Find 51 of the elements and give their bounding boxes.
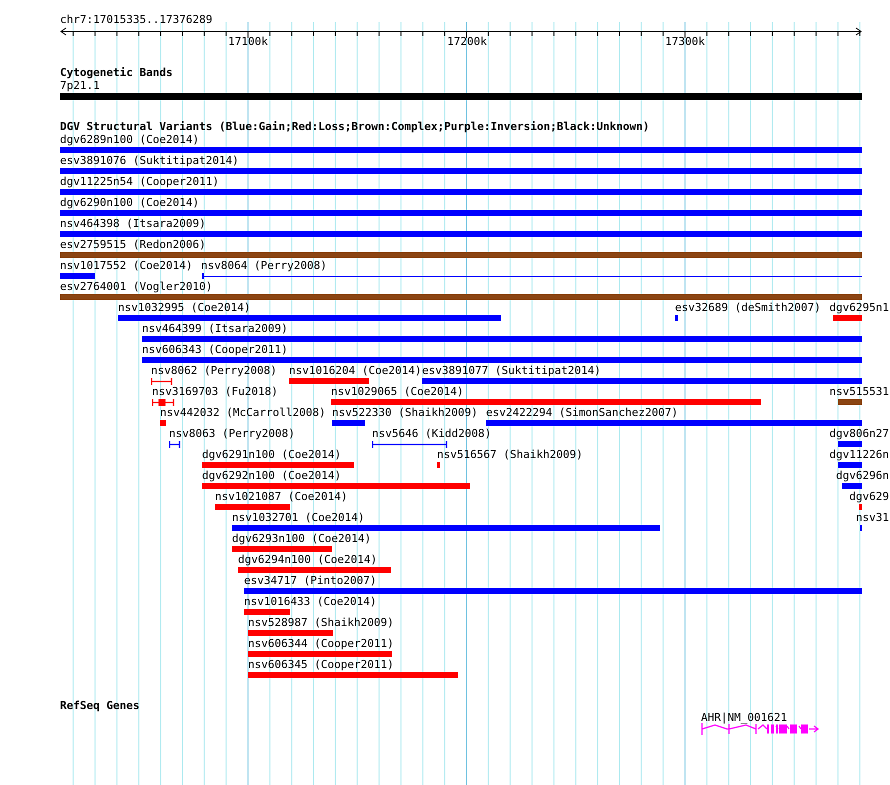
variant-label: dgv11225n54 (Cooper2011)	[60, 176, 219, 188]
variant-label: nsv606344 (Cooper2011)	[248, 638, 394, 650]
variant-label: dgv6289n100 (Coe2014)	[60, 134, 200, 146]
variant-label: dgv6295n1	[829, 302, 889, 314]
variant-label: dgv6296n	[836, 470, 889, 482]
variant-label: esv3891077 (Suktitipat2014)	[422, 365, 601, 377]
variant-label: nsv1016433 (Coe2014)	[244, 596, 376, 608]
variant-label: dgv6291n100 (Coe2014)	[202, 449, 342, 461]
variant-label: nsv1032701 (Coe2014)	[232, 512, 364, 524]
variant-label: esv2764001 (Vogler2010)	[60, 281, 212, 293]
variant-label: nsv528987 (Shaikh2009)	[248, 617, 394, 629]
variant-label: dgv6290n100 (Coe2014)	[60, 197, 200, 209]
variant-label: esv34717 (Pinto2007)	[244, 575, 376, 587]
variant-label: nsv31	[856, 512, 889, 524]
variant-label: nsv8062 (Perry2008)	[151, 365, 277, 377]
variant-label: nsv522330 (Shaikh2009)	[332, 407, 478, 419]
variant-label: esv3891076 (Suktitipat2014)	[60, 155, 239, 167]
track-title: DGV Structural Variants (Blue:Gain;Red:Loss;Brown:Complex;Purple:Inversion;Black:Unknown)	[60, 121, 650, 133]
variant-label: dgv6292n100 (Coe2014)	[202, 470, 342, 482]
variant-label: nsv442032 (McCarroll2008)	[160, 407, 326, 419]
track-title: RefSeq Genes	[60, 700, 140, 712]
variant-label: dgv806n27	[829, 428, 889, 440]
variant-label: dgv6294n100 (Coe2014)	[238, 554, 378, 566]
axis-tick-label: 17300k	[665, 36, 705, 48]
axis-tick-label: 17200k	[447, 36, 487, 48]
variant-label: nsv3169703 (Fu2018)	[152, 386, 278, 398]
variant-label: nsv606345 (Cooper2011)	[248, 659, 394, 671]
variant-label: dgv11226n	[829, 449, 889, 461]
variant-label: nsv5646 (Kidd2008)	[372, 428, 492, 440]
variant-label: esv32689 (deSmith2007)	[675, 302, 821, 314]
variant-label: nsv464399 (Itsara2009)	[142, 323, 288, 335]
variant-label: dgv6293n100 (Coe2014)	[232, 533, 372, 545]
variant-label: nsv8063 (Perry2008)	[169, 428, 295, 440]
variant-label: nsv1029065 (Coe2014)	[331, 386, 464, 398]
coordinate-range: chr7:17015335..17376289	[60, 14, 212, 26]
variant-label: nsv1032995 (Coe2014)	[118, 302, 250, 314]
track-title: Cytogenetic Bands	[60, 67, 173, 79]
variant-label: nsv1021087 (Coe2014)	[215, 491, 348, 503]
variant-label: nsv606343 (Cooper2011)	[142, 344, 288, 356]
variant-label: nsv8064 (Perry2008)	[201, 260, 327, 272]
variant-label: esv2759515 (Redon2006)	[60, 239, 206, 251]
variant-label: nsv464398 (Itsara2009)	[60, 218, 206, 230]
variant-label: esv2422294 (SimonSanchez2007)	[486, 407, 678, 419]
variant-label: nsv516567 (Shaikh2009)	[437, 449, 583, 461]
variant-label: nsv1017552 (Coe2014)	[60, 260, 192, 272]
variant-label: nsv515531	[829, 386, 889, 398]
band-label: 7p21.1	[60, 80, 100, 92]
axis-tick-label: 17100k	[228, 36, 268, 48]
variant-label: nsv1016204 (Coe2014)	[289, 365, 422, 377]
gene-label: AHR|NM_001621	[701, 712, 788, 724]
variant-label: dgv629	[849, 491, 889, 503]
